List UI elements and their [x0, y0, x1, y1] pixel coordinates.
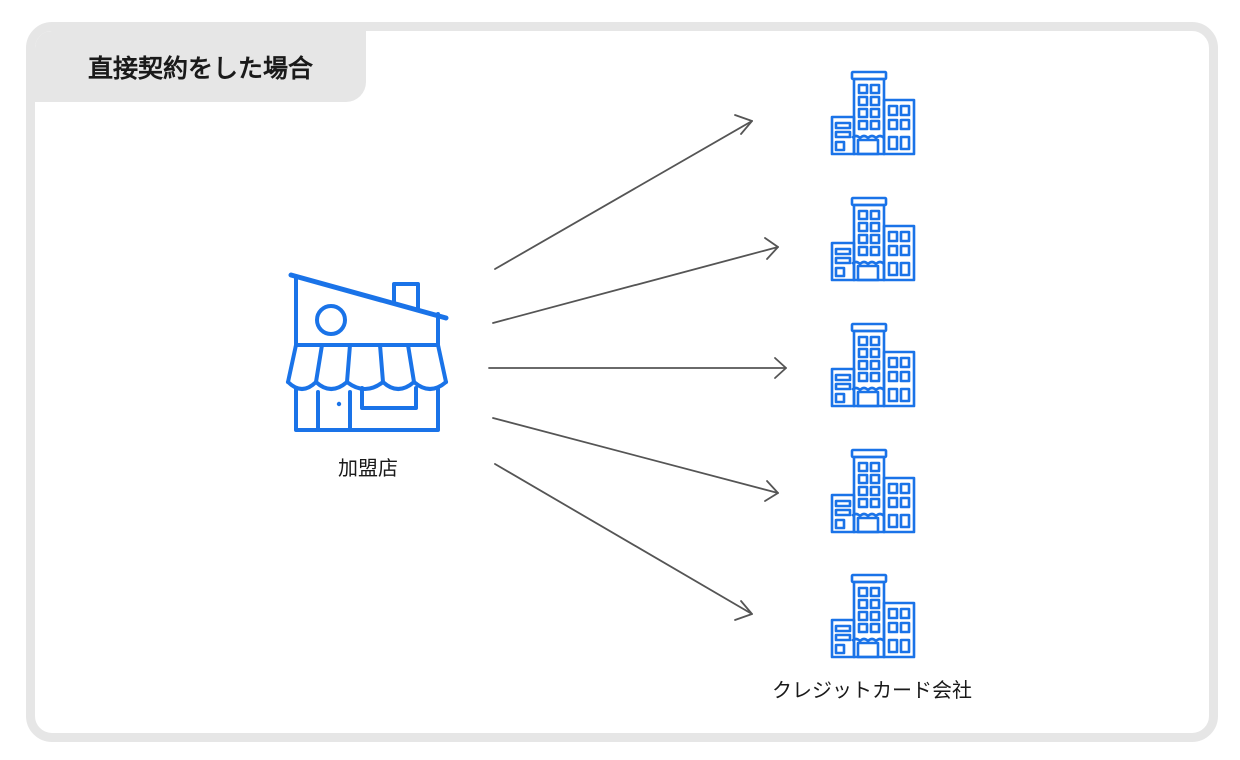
- building-icon: [830, 573, 916, 659]
- arrow-to-company-5: [494, 463, 753, 621]
- arrow-to-company-1: [494, 114, 753, 270]
- arrow-to-company-2: [492, 237, 779, 324]
- arrows: [488, 114, 787, 621]
- arrow-to-company-3: [488, 357, 787, 379]
- arrow-to-company-4: [492, 417, 779, 502]
- building-icon: [830, 448, 916, 534]
- merchant-label: 加盟店: [338, 456, 398, 480]
- diagram-title: 直接契約をした場合: [35, 31, 366, 102]
- diagram-frame: 直接契約をした場合: [26, 22, 1218, 742]
- store-icon: [286, 272, 449, 432]
- building-icon: [830, 322, 916, 408]
- companies-label: クレジットカード会社: [772, 678, 972, 702]
- building-icon: [830, 196, 916, 282]
- building-icon: [830, 70, 916, 156]
